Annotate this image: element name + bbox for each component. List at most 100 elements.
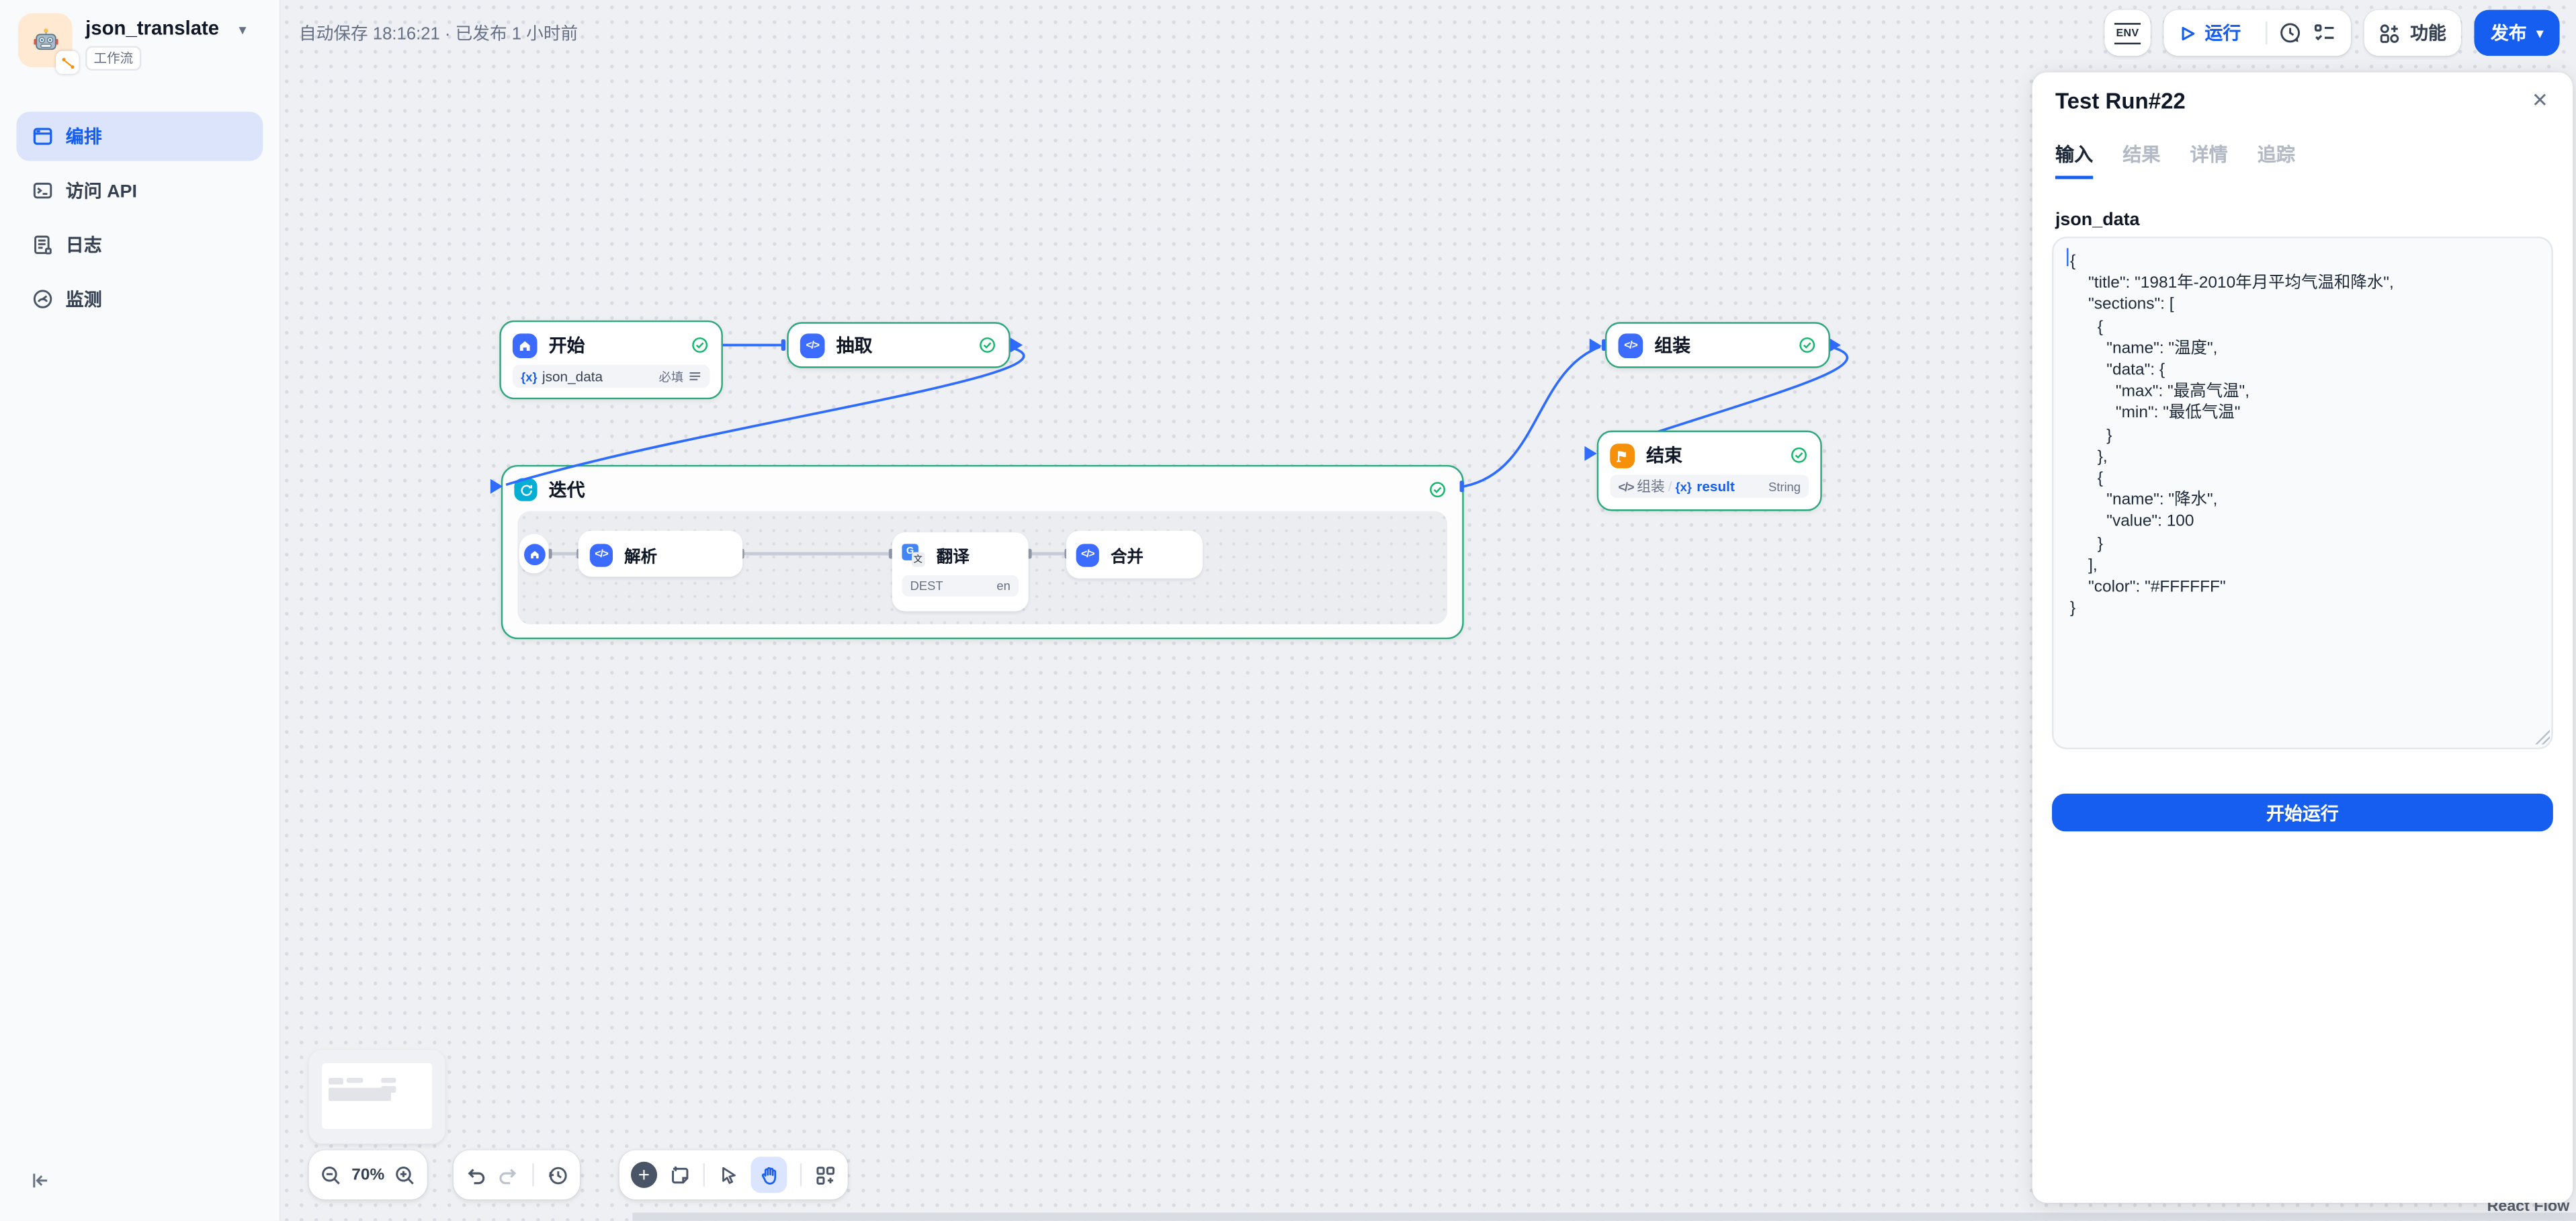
autosave-status: 自动保存 18:16:21 · 已发布 1 小时前 [299, 24, 578, 45]
undo-icon[interactable] [465, 1164, 486, 1185]
node-start[interactable]: 开始 {x} json_data 必填 [499, 320, 723, 400]
zoom-level[interactable]: 70% [351, 1165, 385, 1184]
iteration-start-node[interactable] [519, 534, 549, 574]
publish-button[interactable]: 发布 ▾ [2474, 9, 2560, 56]
play-icon[interactable] [2178, 24, 2196, 42]
close-icon[interactable]: ✕ [2531, 89, 2548, 112]
success-check-icon [1430, 482, 1445, 498]
translate-icon: G 文 [902, 543, 925, 566]
app-avatar [17, 13, 79, 75]
code-icon: </> [1618, 333, 1643, 357]
zoom-in-icon[interactable] [394, 1164, 416, 1185]
ref-var: result [1697, 478, 1735, 495]
robot-icon [33, 28, 58, 49]
field-name: DEST [910, 578, 943, 593]
minimap[interactable] [308, 1050, 445, 1144]
divider [800, 1163, 802, 1187]
node-translate[interactable]: G 文 翻译 DEST en [892, 532, 1029, 612]
sidebar-item-api[interactable]: 访问 API [16, 166, 263, 215]
tab-detail[interactable]: 详情 [2190, 146, 2228, 166]
app-header[interactable]: json_translate 工作流 ▾ [17, 13, 247, 75]
log-icon [34, 235, 52, 255]
redo-icon[interactable] [498, 1164, 519, 1185]
test-run-panel: Test Run#22 ✕ 输入 结果 详情 追踪 json_data { "t… [2032, 72, 2573, 1203]
start-run-button[interactable]: 开始运行 [2052, 794, 2553, 832]
variable-icon: {x} [1675, 478, 1692, 494]
panel-title: Test Run#22 [2055, 89, 2186, 114]
variable-icon: {x} [521, 368, 538, 384]
sidebar-item-label: 监测 [65, 290, 102, 311]
chevron-down-icon[interactable]: ▾ [239, 21, 247, 38]
add-node-button[interactable]: + [630, 1161, 658, 1188]
node-iteration[interactable]: 迭代 </> 解析 [501, 464, 1464, 640]
zoom-toolbar: 70% [308, 1150, 427, 1199]
sidebar-item-label: 日志 [65, 237, 102, 257]
workflow-badge-icon [56, 50, 79, 75]
node-title: 解析 [624, 548, 658, 567]
field-name: json_data [542, 368, 603, 385]
code-icon: </> [1076, 543, 1099, 566]
node-title: 迭代 [548, 481, 585, 501]
terminal-icon [33, 182, 52, 199]
divider [2265, 21, 2268, 45]
sidebar-item-orchestrate[interactable]: 编排 [16, 112, 263, 161]
node-title: 合并 [1110, 548, 1144, 567]
node-extract[interactable]: </> 抽取 [787, 322, 1011, 368]
sidebar-item-label: 编排 [65, 128, 102, 149]
hand-icon [761, 1166, 775, 1184]
code-icon: </> [589, 543, 613, 566]
sidebar-item-label: 访问 API [65, 182, 137, 202]
env-button[interactable]: ENV [2104, 9, 2151, 56]
node-end[interactable]: 结束 </> 组装 / {x} result String [1596, 430, 1822, 511]
features-icon [2380, 24, 2399, 42]
resize-grip[interactable] [2534, 729, 2550, 745]
node-title: 翻译 [936, 548, 970, 567]
sidebar-item-monitoring[interactable]: 监测 [16, 274, 263, 323]
code-icon: </> [800, 333, 825, 357]
history-icon[interactable] [547, 1164, 568, 1185]
home-icon [523, 543, 545, 564]
translate-field-row[interactable]: DEST en [902, 575, 1019, 597]
iteration-icon [514, 478, 538, 501]
checklist-icon[interactable] [2313, 22, 2336, 44]
history-toolbar [453, 1150, 581, 1199]
text-cursor [2067, 248, 2069, 267]
field-value: en [996, 578, 1011, 593]
end-output-row[interactable]: </> 组装 / {x} result String [1610, 474, 1809, 498]
json-data-label: json_data [2055, 210, 2140, 230]
home-icon [512, 333, 538, 357]
app-name: json_translate [85, 16, 220, 40]
success-check-icon [980, 337, 995, 353]
collapse-sidebar-button[interactable] [30, 1170, 51, 1199]
run-history-icon[interactable] [2278, 22, 2301, 44]
sidebar-item-logs[interactable]: 日志 [16, 220, 263, 269]
tab-result[interactable]: 结果 [2122, 146, 2161, 166]
start-field-row[interactable]: {x} json_data 必填 [512, 364, 710, 388]
organize-layout-icon[interactable] [815, 1164, 836, 1185]
pointer-icon[interactable] [718, 1164, 740, 1185]
zoom-out-icon[interactable] [320, 1164, 342, 1185]
run-toolbar: 运行 [2163, 9, 2352, 56]
features-button[interactable]: 功能 [2364, 9, 2461, 56]
node-parse[interactable]: </> 解析 [578, 530, 743, 577]
node-title: 组装 [1654, 337, 1691, 357]
node-title: 开始 [548, 337, 585, 357]
hand-tool-button[interactable] [750, 1156, 787, 1193]
node-assemble[interactable]: </> 组装 [1604, 322, 1830, 368]
tab-trace[interactable]: 追踪 [2257, 146, 2295, 166]
node-title: 结束 [1646, 447, 1682, 467]
gauge-icon [33, 290, 52, 308]
divider [532, 1163, 534, 1187]
bottom-scrollbar[interactable] [632, 1212, 2576, 1221]
iteration-canvas[interactable]: </> 解析 G 文 翻译 DEST en [517, 511, 1448, 625]
run-button[interactable]: 运行 [2204, 24, 2241, 45]
flag-icon [1610, 442, 1635, 468]
json-data-input[interactable]: { "title": "1981年-2010年月平均气温和降水", "secti… [2052, 237, 2553, 750]
success-check-icon [692, 337, 708, 353]
tools-toolbar: + [619, 1150, 848, 1199]
tab-input[interactable]: 输入 [2055, 141, 2094, 179]
add-note-icon[interactable] [669, 1164, 690, 1185]
node-merge[interactable]: </> 合并 [1066, 530, 1203, 578]
separator: / [1668, 478, 1672, 495]
publish-label: 发布 [2490, 24, 2527, 45]
